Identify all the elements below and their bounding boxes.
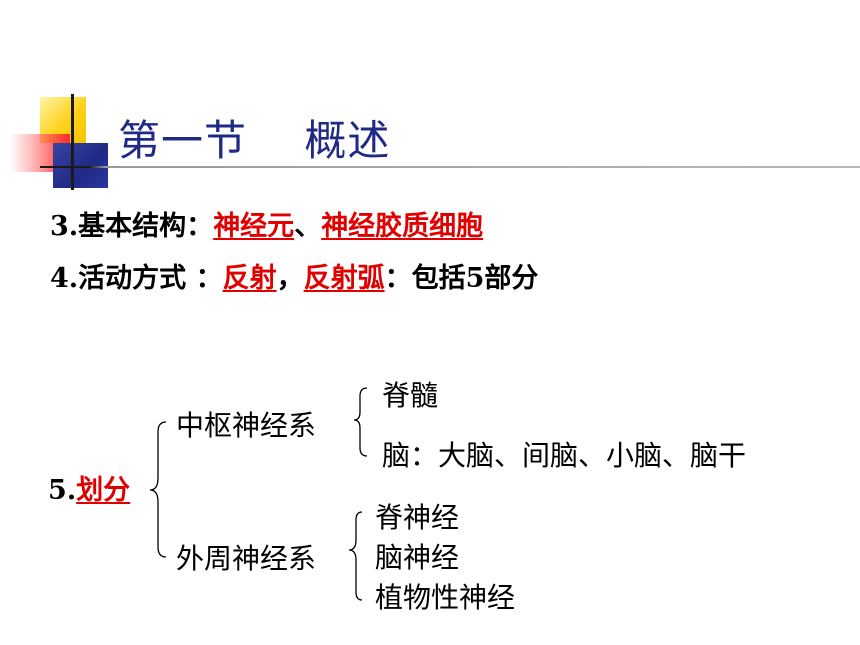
reflex-term: 反射: [222, 263, 277, 294]
slide-title: 第一节 概述: [118, 116, 391, 165]
division-prefix: 5.: [48, 475, 77, 506]
division-line: 5.划分: [48, 468, 130, 507]
neuron-term: 神经元: [213, 211, 295, 242]
division-term: 划分: [76, 475, 131, 506]
spinal-cord-item: 脊髓: [382, 379, 439, 412]
title-decoration-vertical-line: [71, 94, 74, 190]
basic-structure-line: 3.基本结构：神经元、神经胶质细胞: [50, 204, 483, 243]
cranial-nerve-item: 脑神经: [375, 541, 460, 574]
basic-structure-prefix: 3.基本结构：: [50, 211, 214, 242]
central-brace: [353, 387, 368, 457]
peripheral-nervous-system-label: 外周神经系: [176, 542, 317, 575]
reflex-arc-term: 反射弧: [303, 263, 385, 294]
glial-cell-term: 神经胶质细胞: [321, 211, 484, 242]
activity-mode-separator: ，: [276, 263, 304, 294]
central-nervous-system-label: 中枢神经系: [176, 409, 317, 442]
main-brace: [149, 421, 167, 558]
activity-mode-suffix: ：包括5部分: [384, 263, 539, 294]
activity-mode-line: 4.活动方式 ：反射，反射弧：包括5部分: [50, 256, 538, 295]
basic-structure-separator: 、: [294, 211, 322, 242]
title-decoration-blue: [53, 143, 108, 188]
title-underline-rule: [40, 166, 860, 168]
peripheral-brace: [348, 511, 363, 601]
brain-item: 脑：大脑、间脑、小脑、脑干: [382, 439, 747, 472]
autonomic-nerve-item: 植物性神经: [375, 581, 516, 614]
spinal-nerve-item: 脊神经: [375, 501, 460, 534]
activity-mode-prefix: 4.活动方式 ：: [50, 263, 223, 294]
